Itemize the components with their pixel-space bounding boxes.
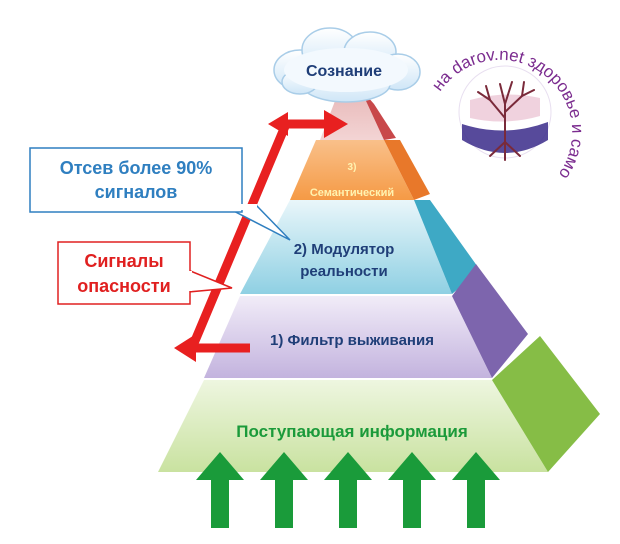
modulator-label-line2: реальности bbox=[300, 263, 388, 280]
level-modulator: 2) Модулятор реальности bbox=[240, 200, 480, 294]
level-input: Поступающая информация bbox=[158, 336, 600, 472]
callout-filtering: Отсев более 90% сигналов bbox=[29, 147, 291, 241]
danger-signal-arrow bbox=[174, 110, 348, 362]
semantic-number: 3) bbox=[348, 162, 357, 173]
input-arrows bbox=[196, 452, 500, 528]
level-semantic: 3) Семантический bbox=[290, 140, 430, 200]
input-arrow-icon bbox=[324, 452, 372, 528]
input-label: Поступающая информация bbox=[236, 422, 467, 441]
callout-danger-line1: Сигналы bbox=[84, 251, 163, 271]
callout-filtering-line1: Отсев более 90% bbox=[60, 158, 213, 178]
tree-icon bbox=[477, 81, 535, 161]
input-arrow-icon bbox=[452, 452, 500, 528]
input-arrow-icon bbox=[196, 452, 244, 528]
filter-label: 1) Фильтр выживания bbox=[270, 332, 434, 349]
callout-danger: Сигналы опасности bbox=[57, 241, 233, 305]
callout-danger-line2: опасности bbox=[77, 276, 170, 296]
input-arrow-icon bbox=[260, 452, 308, 528]
consciousness-label: Сознание bbox=[306, 63, 382, 80]
consciousness-cloud: Сознание bbox=[273, 27, 421, 103]
semantic-label: Семантический bbox=[310, 187, 394, 199]
modulator-label-line1: 2) Модулятор bbox=[294, 241, 395, 258]
input-arrow-icon bbox=[388, 452, 436, 528]
level-filter: 1) Фильтр выживания bbox=[204, 264, 528, 378]
callout-filtering-line2: сигналов bbox=[95, 182, 178, 202]
